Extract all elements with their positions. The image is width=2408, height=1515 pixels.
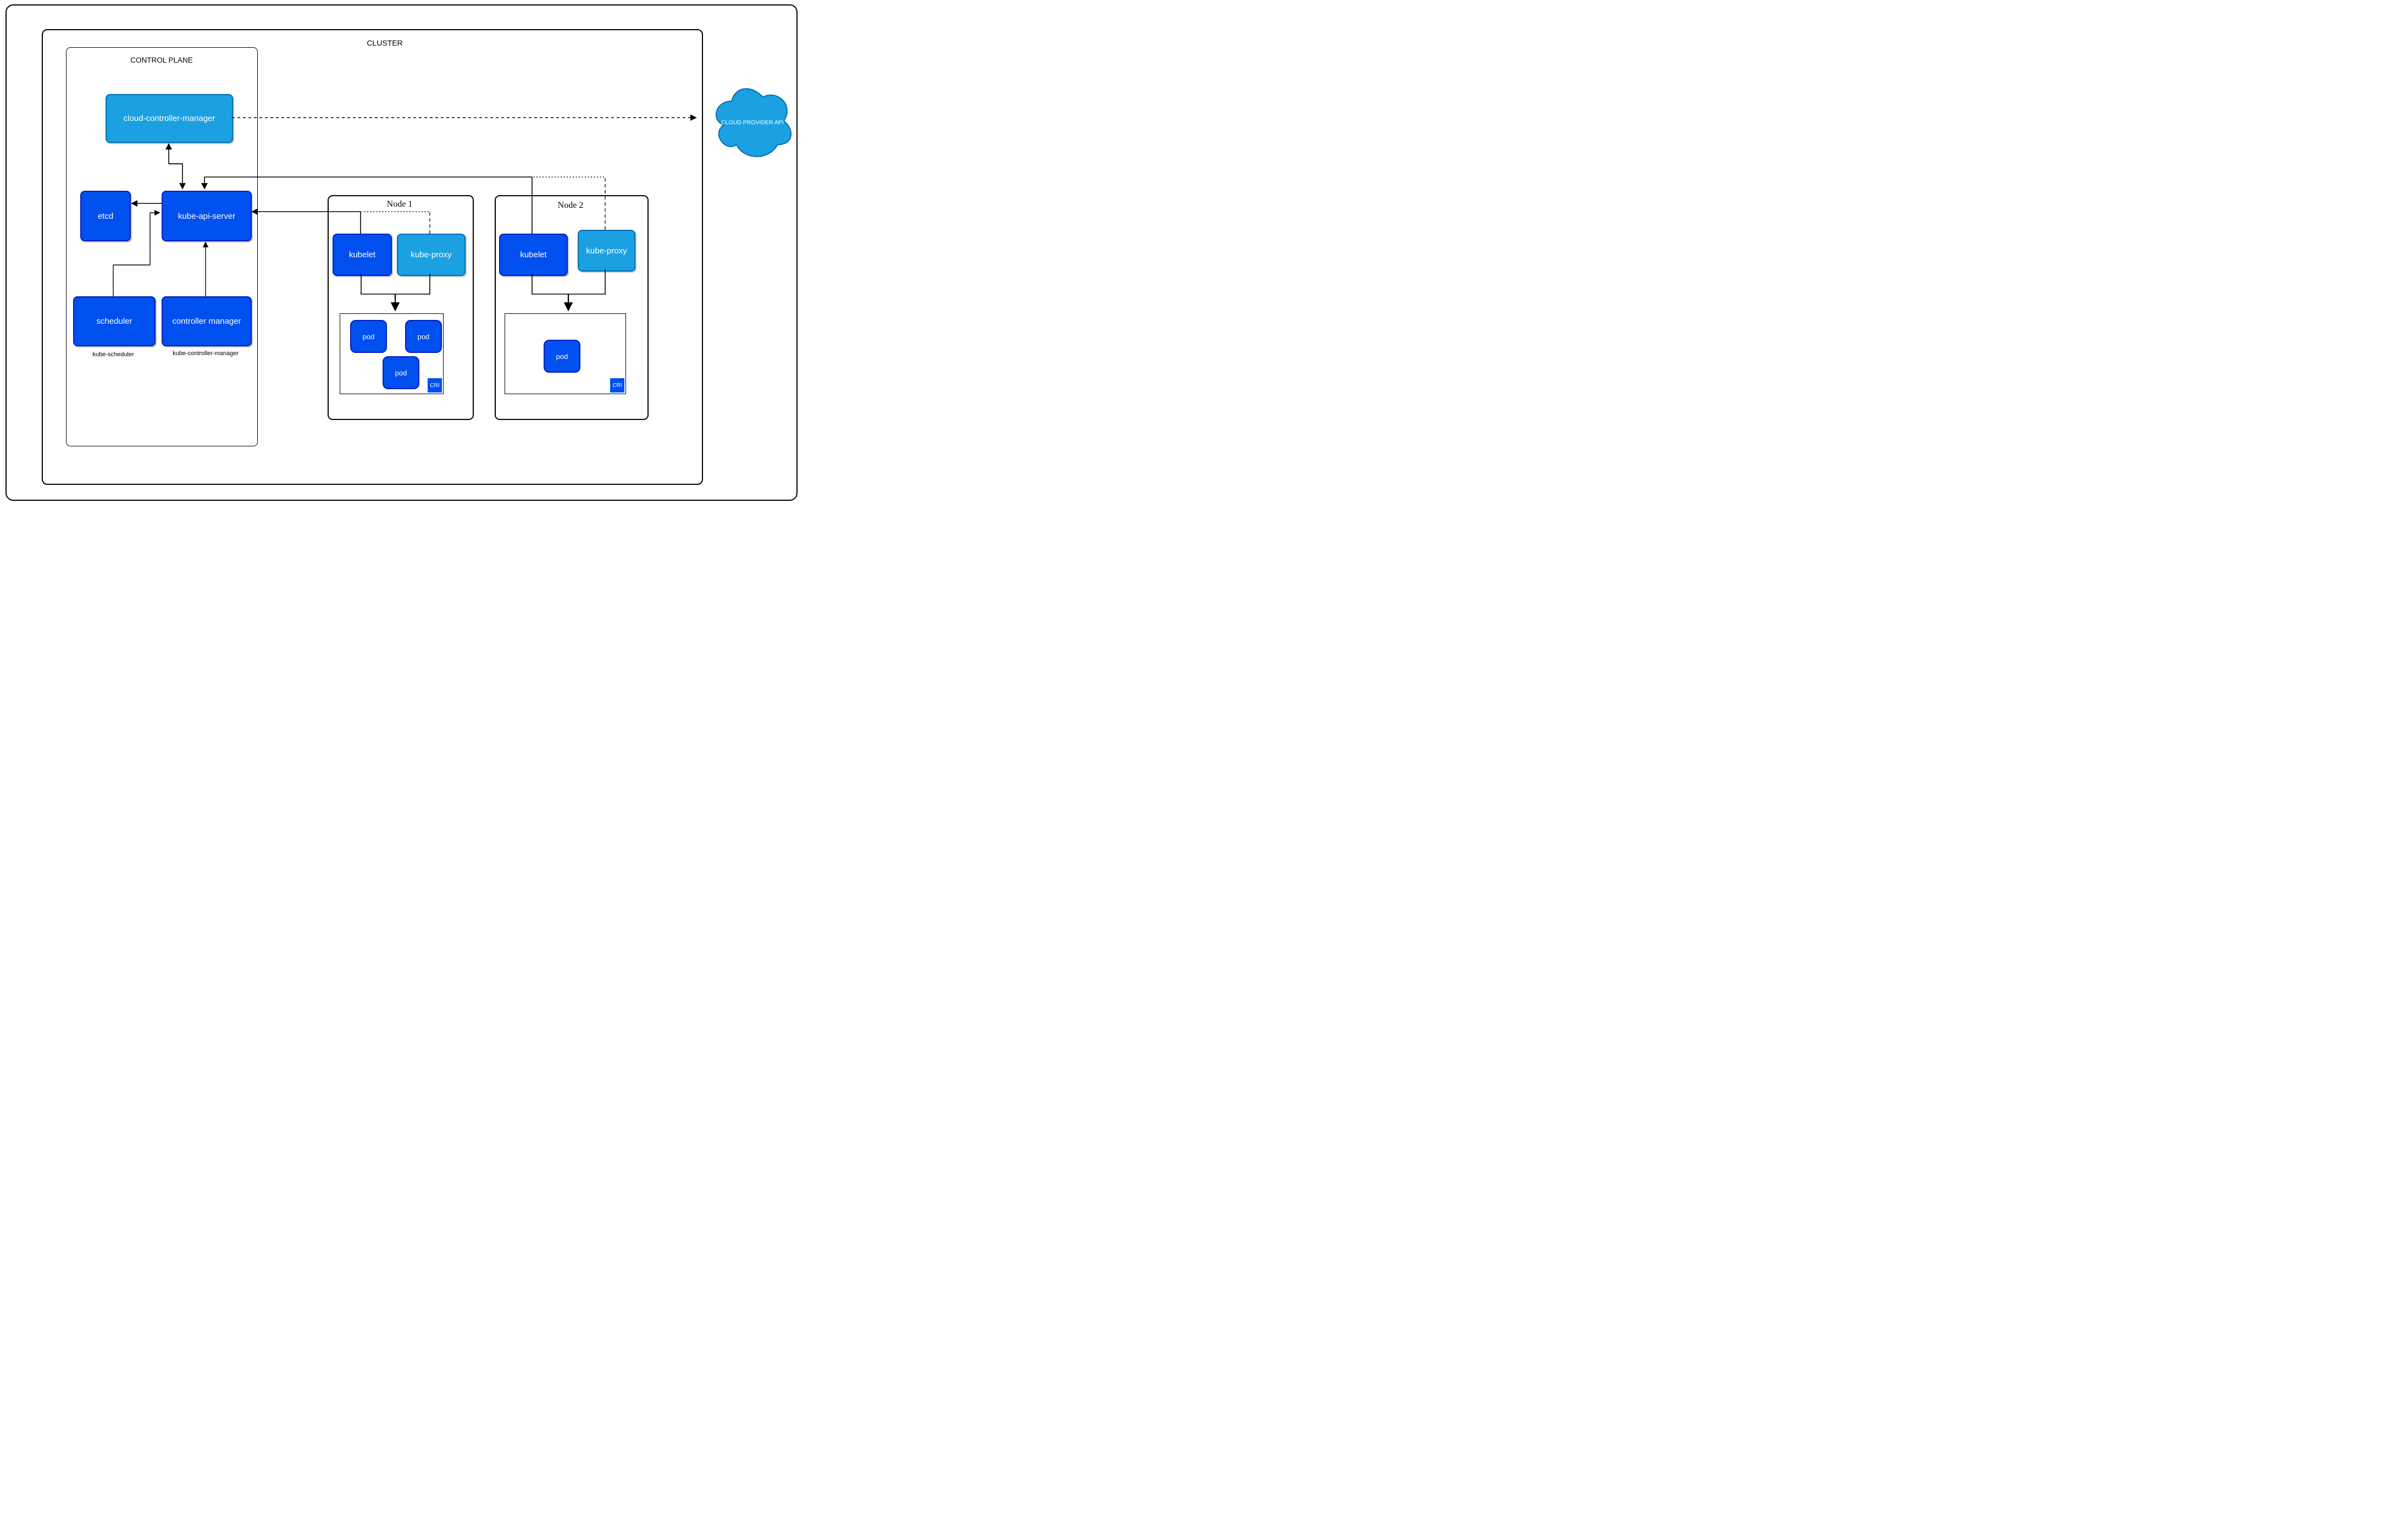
scheduler-box: scheduler (73, 296, 156, 346)
etcd-box: etcd (80, 191, 131, 241)
kube-api-server-box: kube-api-server (162, 191, 252, 241)
node2-kubelet-box: kubelet (499, 234, 568, 276)
node2-pod-1: pod (544, 340, 580, 373)
node1-pod-3: pod (383, 356, 419, 389)
node2-cri-badge: CRI (610, 378, 624, 392)
node2-kube-proxy-box: kube-proxy (578, 230, 635, 272)
node1-pod-1: pod (350, 320, 387, 353)
diagram-canvas: CLUSTER CONTROL PLANE cloud-controller-m… (0, 0, 802, 505)
node2-title: Node 2 (557, 201, 584, 210)
cloud-controller-manager-box: cloud-controller-manager (106, 94, 233, 143)
kube-scheduler-label: kube-scheduler (92, 351, 134, 358)
control-plane-label: CONTROL PLANE (130, 56, 193, 64)
cluster-box (42, 29, 703, 485)
node1-cri-badge: CRI (428, 378, 442, 392)
node1-title: Node 1 (386, 200, 413, 209)
cluster-label: CLUSTER (367, 38, 403, 47)
control-plane-box (66, 47, 258, 446)
controller-manager-box: controller manager (162, 296, 252, 346)
node1-kube-proxy-box: kube-proxy (397, 234, 466, 276)
kube-controller-manager-label: kube-controller-manager (173, 350, 239, 357)
node1-pod-2: pod (405, 320, 442, 353)
node1-kubelet-box: kubelet (333, 234, 392, 276)
